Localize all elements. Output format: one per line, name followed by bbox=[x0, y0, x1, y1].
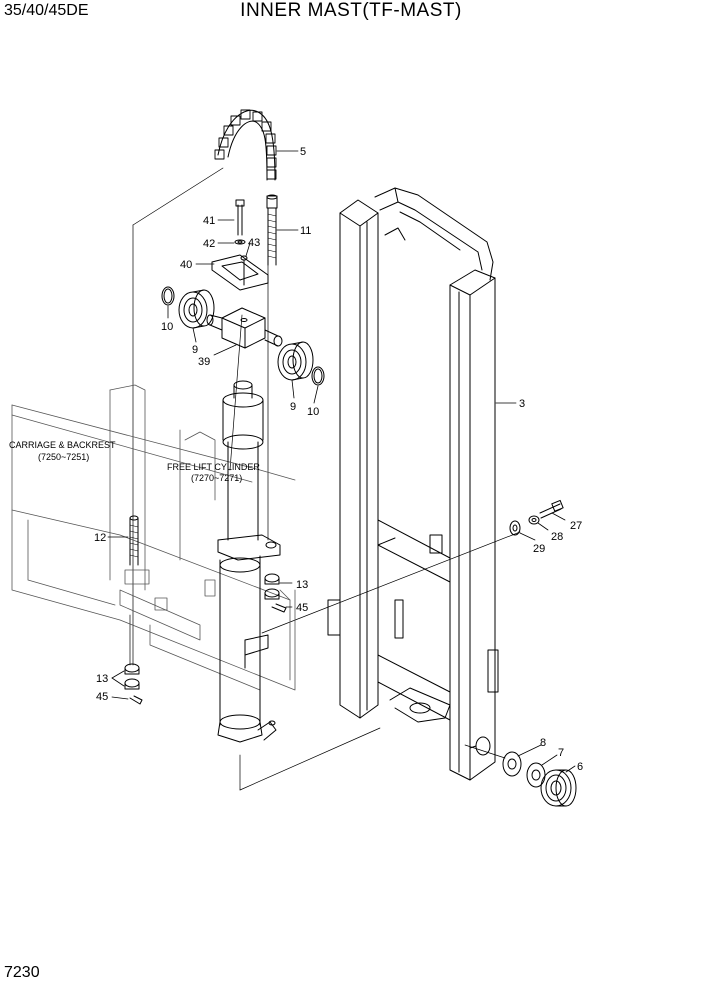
left-hardware bbox=[124, 515, 287, 705]
callout-6: 6 bbox=[577, 761, 583, 773]
callout-labels: 5 11 41 42 43 40 10 9 39 9 10 3 27 28 29… bbox=[94, 146, 583, 773]
callout-29: 29 bbox=[533, 543, 545, 555]
callout-9-right: 9 bbox=[290, 401, 296, 413]
callout-45-cylinder: 45 bbox=[296, 602, 308, 614]
carriage-caption: CARRIAGE & BACKREST bbox=[9, 440, 116, 450]
leader-lines bbox=[107, 150, 576, 773]
callout-39: 39 bbox=[198, 356, 210, 368]
anchor-bolt bbox=[266, 194, 278, 266]
inner-mast-frame bbox=[327, 187, 499, 781]
callout-28: 28 bbox=[551, 531, 563, 543]
cylinder-caption: FREE LIFT CYLINDER bbox=[167, 462, 260, 472]
bracket-assembly bbox=[211, 199, 269, 291]
model-number: 35/40/45DE bbox=[4, 2, 89, 19]
callout-13-left: 13 bbox=[96, 673, 108, 685]
callout-3: 3 bbox=[519, 398, 525, 410]
callout-9-left: 9 bbox=[192, 344, 198, 356]
bolt-washers-right bbox=[509, 499, 564, 536]
carriage-backrest bbox=[11, 384, 296, 691]
page-number: 7230 bbox=[4, 964, 40, 981]
callout-45-left: 45 bbox=[96, 691, 108, 703]
captions: CARRIAGE & BACKREST (7250~7251) FREE LIF… bbox=[9, 440, 260, 483]
callout-10-left: 10 bbox=[161, 321, 173, 333]
callout-10-right: 10 bbox=[307, 406, 319, 418]
callout-40: 40 bbox=[180, 259, 192, 271]
callout-7: 7 bbox=[558, 747, 564, 759]
callout-13-cylinder: 13 bbox=[296, 579, 308, 591]
callout-11: 11 bbox=[300, 225, 311, 237]
callout-8: 8 bbox=[540, 737, 546, 749]
free-lift-cylinder bbox=[217, 380, 281, 743]
roller-shaft-assembly bbox=[161, 286, 325, 386]
page-title: INNER MAST(TF-MAST) bbox=[240, 0, 462, 21]
callout-41: 41 bbox=[203, 215, 215, 227]
callout-27: 27 bbox=[570, 520, 582, 532]
callout-42: 42 bbox=[203, 238, 215, 250]
cylinder-ref: (7270~7271) bbox=[191, 473, 242, 483]
callout-12: 12 bbox=[94, 532, 106, 544]
bottom-roller-set bbox=[502, 751, 577, 807]
callout-43: 43 bbox=[248, 237, 260, 249]
assembly-lines bbox=[129, 167, 521, 791]
lift-chain bbox=[214, 109, 277, 181]
carriage-ref: (7250~7251) bbox=[38, 452, 89, 462]
callout-5: 5 bbox=[300, 146, 306, 158]
